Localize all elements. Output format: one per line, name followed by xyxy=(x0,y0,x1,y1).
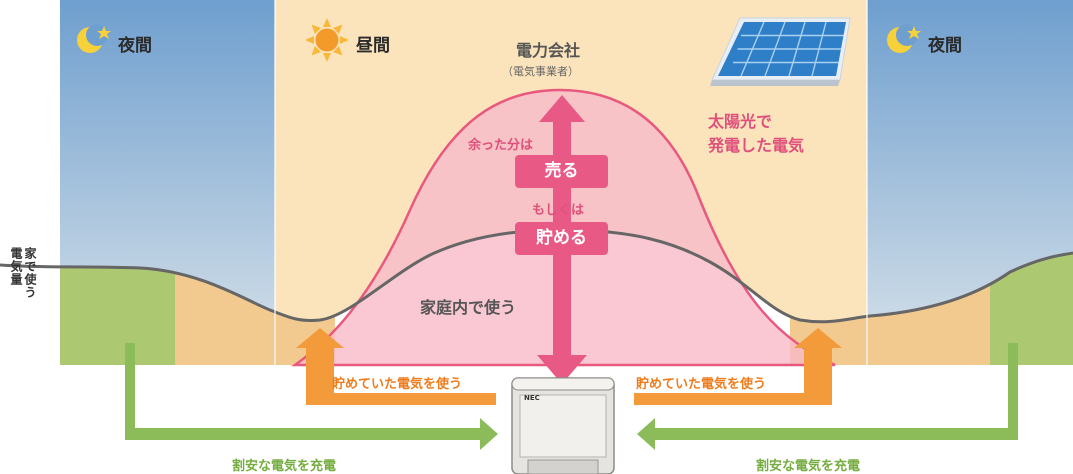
storage-battery-icon xyxy=(511,377,615,474)
sell-badge: 売る xyxy=(515,155,608,188)
night-label-right: 夜間 xyxy=(928,36,962,56)
surplus-label: 余った分は xyxy=(468,138,534,153)
solar-label-line2: 発電した電気 xyxy=(708,136,805,155)
utility-subtitle: （電気事業者） xyxy=(502,65,579,78)
utility-title: 電力会社 xyxy=(516,41,581,60)
axis-label-col2: 電気量 xyxy=(9,247,23,286)
charge-arrow-left xyxy=(125,343,498,450)
night-label-left: 夜間 xyxy=(118,36,152,56)
charge-label-left: 割安な電気を充電 xyxy=(232,459,337,474)
charge-label-right: 割安な電気を充電 xyxy=(756,459,861,474)
home-use-label: 家庭内で使う xyxy=(420,298,517,317)
solar-label-line1: 太陽光で xyxy=(708,112,773,131)
device-brand-label: NEC xyxy=(524,394,540,402)
moon-star-icon xyxy=(887,24,921,53)
use-stored-label-left: 貯めていた電気を使う xyxy=(332,377,463,392)
charge-arrow-right xyxy=(637,343,1018,450)
axis-label-col1: 家で使う xyxy=(23,247,37,299)
use-stored-arrow-right xyxy=(634,328,842,405)
day-label: 昼間 xyxy=(356,36,390,56)
sun-icon xyxy=(305,18,349,62)
moon-star-icon xyxy=(77,24,111,53)
store-badge: 貯める xyxy=(515,222,608,255)
or-label: もしくは xyxy=(532,203,585,218)
solar-panel-icon xyxy=(710,17,851,86)
use-stored-arrow-left xyxy=(296,328,496,405)
use-stored-label-right: 貯めていた電気を使う xyxy=(636,377,767,392)
